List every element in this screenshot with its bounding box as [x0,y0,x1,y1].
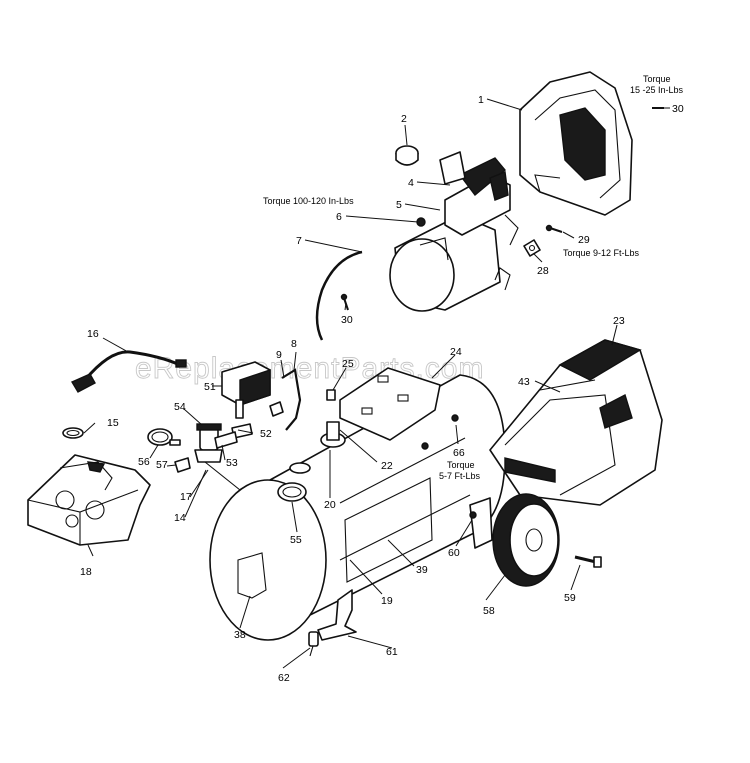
air-tank [209,374,506,657]
screw-66 [421,414,459,450]
valve-25 [326,389,336,401]
callout-5: 5 [396,199,402,211]
pressure-regulator [194,423,223,463]
callout-52: 52 [260,428,272,440]
callout-6: 6 [336,211,342,223]
callout-20: 20 [324,499,336,511]
callout-55: 55 [290,534,302,546]
callout-22: 22 [381,460,393,472]
pressure-switch [221,361,271,419]
callout-28: 28 [537,265,549,277]
front-shroud [27,454,151,546]
callout-14: 14 [174,512,186,524]
torque-note-30-value: 15 -25 In-Lbs [630,85,684,95]
callout-4: 4 [408,177,414,189]
screw-29 [545,224,563,233]
callout-61: 61 [386,646,398,658]
torque-note-66-value: 5-7 Ft-Lbs [439,471,481,481]
drain-valve [308,631,319,657]
callout-16: 16 [87,328,99,340]
pressure-gauge [147,428,181,446]
callout-18: 18 [80,566,92,578]
belt-guard [519,71,633,216]
pump-motor-assembly [389,151,519,312]
callout-54: 54 [174,401,186,413]
screw-30-lower [340,293,349,311]
callout-15: 15 [107,417,119,429]
callout-43: 43 [518,376,530,388]
tank-foot [317,589,357,641]
torque-note-30-title: Torque [643,74,671,84]
callout-29: 29 [578,234,590,246]
callout-numbers: 1 2 4 5 6 7 8 9 14 15 16 17 18 19 20 22 … [80,94,684,684]
callout-17: 17 [180,491,192,503]
callout-23: 23 [613,315,625,327]
watermark: eReplacementParts.com [135,352,484,385]
callout-60: 60 [448,547,460,559]
callout-2: 2 [401,113,407,125]
callout-24: 24 [450,346,462,358]
rear-shroud [489,339,663,506]
torque-notes: Torque 15 -25 In-Lbs Torque 100-120 In-L… [263,74,684,481]
callout-51: 51 [204,381,216,393]
tank-label-plate [344,477,433,583]
check-valve [289,389,346,474]
wheel [492,493,560,587]
callout-25: 25 [342,358,354,370]
filter-cap [395,145,419,166]
outlet-tube [315,250,363,341]
discharge-tube [269,368,302,431]
callout-39: 39 [416,564,428,576]
callout-53: 53 [226,457,238,469]
tank-gauge [277,482,307,502]
outlet-hose [70,350,187,393]
callout-30-lower: 30 [341,314,353,326]
leader-lines [83,98,670,669]
callout-8: 8 [291,338,297,350]
callout-19: 19 [381,595,393,607]
callout-9: 9 [276,349,282,361]
tank-fitting [289,462,311,474]
axle-bolt [574,555,602,568]
tank-end-label [237,552,267,599]
torque-note-66-title: Torque [447,460,475,470]
torque-note-6: Torque 100-120 In-Lbs [263,196,354,206]
callout-58: 58 [483,605,495,617]
callout-7: 7 [296,235,302,247]
motor-mount-bracket [339,367,441,441]
callout-62: 62 [278,672,290,684]
callout-56: 56 [138,456,150,468]
torque-note-29: Torque 9-12 Ft-Lbs [563,248,640,258]
callout-30-upper: 30 [672,103,684,115]
callout-59: 59 [564,592,576,604]
callout-38: 38 [234,629,246,641]
pressure-gauge-small [62,427,84,439]
head-bolt [416,217,426,227]
callout-1: 1 [478,94,484,106]
callout-57: 57 [156,459,168,471]
wheel-bracket [469,497,493,549]
callout-66: 66 [453,447,465,459]
nut-28 [523,239,541,257]
